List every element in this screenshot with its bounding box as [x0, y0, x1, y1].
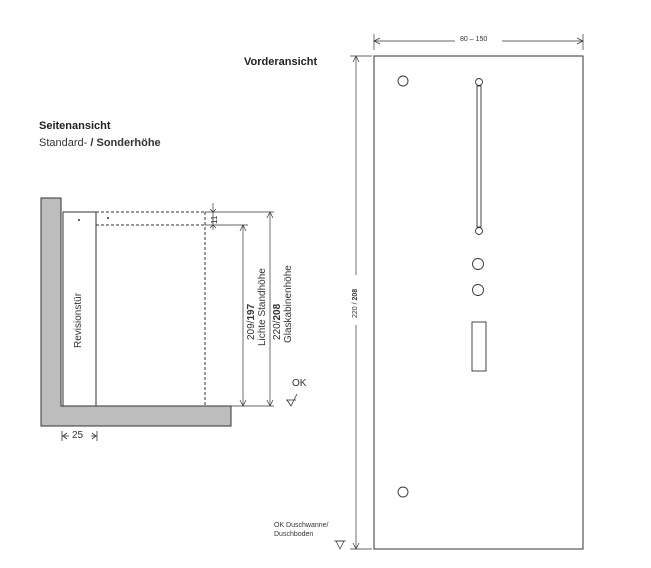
front-floor-marker — [335, 540, 345, 550]
width-dimension-arrows — [373, 37, 584, 45]
rail-top-knob — [475, 78, 483, 86]
revision-door-label: Revisionstür — [73, 292, 84, 348]
rail-bottom-knob — [475, 227, 483, 235]
clear-height-label: Lichte Standhöhe — [257, 268, 268, 346]
side-view-subtitle: Standard- / Sonderhöhe — [39, 137, 161, 149]
gap-dimension-ticks — [209, 208, 217, 229]
ok-floor-marker — [286, 393, 298, 407]
depth-dimension-label-bg — [69, 430, 91, 442]
height-dimension-special: 208 — [352, 288, 359, 301]
cabin-height-standard: 220/ — [272, 320, 283, 340]
floor-label-line2: Duschboden — [274, 531, 314, 538]
lower-left-fixing-hole — [397, 486, 409, 498]
gap-dimension-value: 11 — [210, 215, 219, 224]
control-knob-upper — [472, 258, 484, 270]
cabin-height-label: Glaskabinenhöhe — [283, 265, 294, 343]
control-knob-lower — [472, 284, 484, 296]
clear-height-special: 197 — [246, 303, 257, 321]
depth-dimension-arrows — [62, 432, 97, 440]
floor-label-line1: OK Duschwanne/ — [274, 522, 329, 529]
clear-height-standard: 209/ — [246, 320, 257, 340]
shower-slide-rail — [476, 85, 482, 228]
side-view-title: Seitenansicht — [39, 120, 111, 132]
revision-door-panel — [62, 211, 97, 407]
subtitle-special: / Sonderhöhe — [90, 137, 161, 149]
depth-dimension-value: 25 — [72, 430, 84, 441]
subtitle-standard: Standard- — [39, 137, 91, 149]
height-dimension-value: 220 / 208 — [352, 289, 359, 318]
cabin-marker-dot — [107, 217, 109, 219]
upper-left-fixing-hole — [397, 75, 409, 87]
front-view-title: Vorderansicht — [244, 56, 318, 68]
ok-floor-label: OK — [292, 378, 307, 389]
cabin-height-values: 220/208 — [272, 304, 283, 340]
rectangular-recess — [471, 321, 487, 372]
clear-height-arrows — [239, 224, 247, 407]
cabin-height-special: 208 — [272, 303, 283, 321]
width-dimension-value: 80 – 150 — [460, 36, 488, 43]
clear-height-values: 209/197 — [246, 304, 257, 340]
height-dimension-arrows — [352, 55, 360, 550]
height-dimension-standard: 220 / — [352, 300, 359, 318]
cabin-height-arrows — [266, 211, 274, 407]
door-marker-dot — [78, 219, 80, 221]
